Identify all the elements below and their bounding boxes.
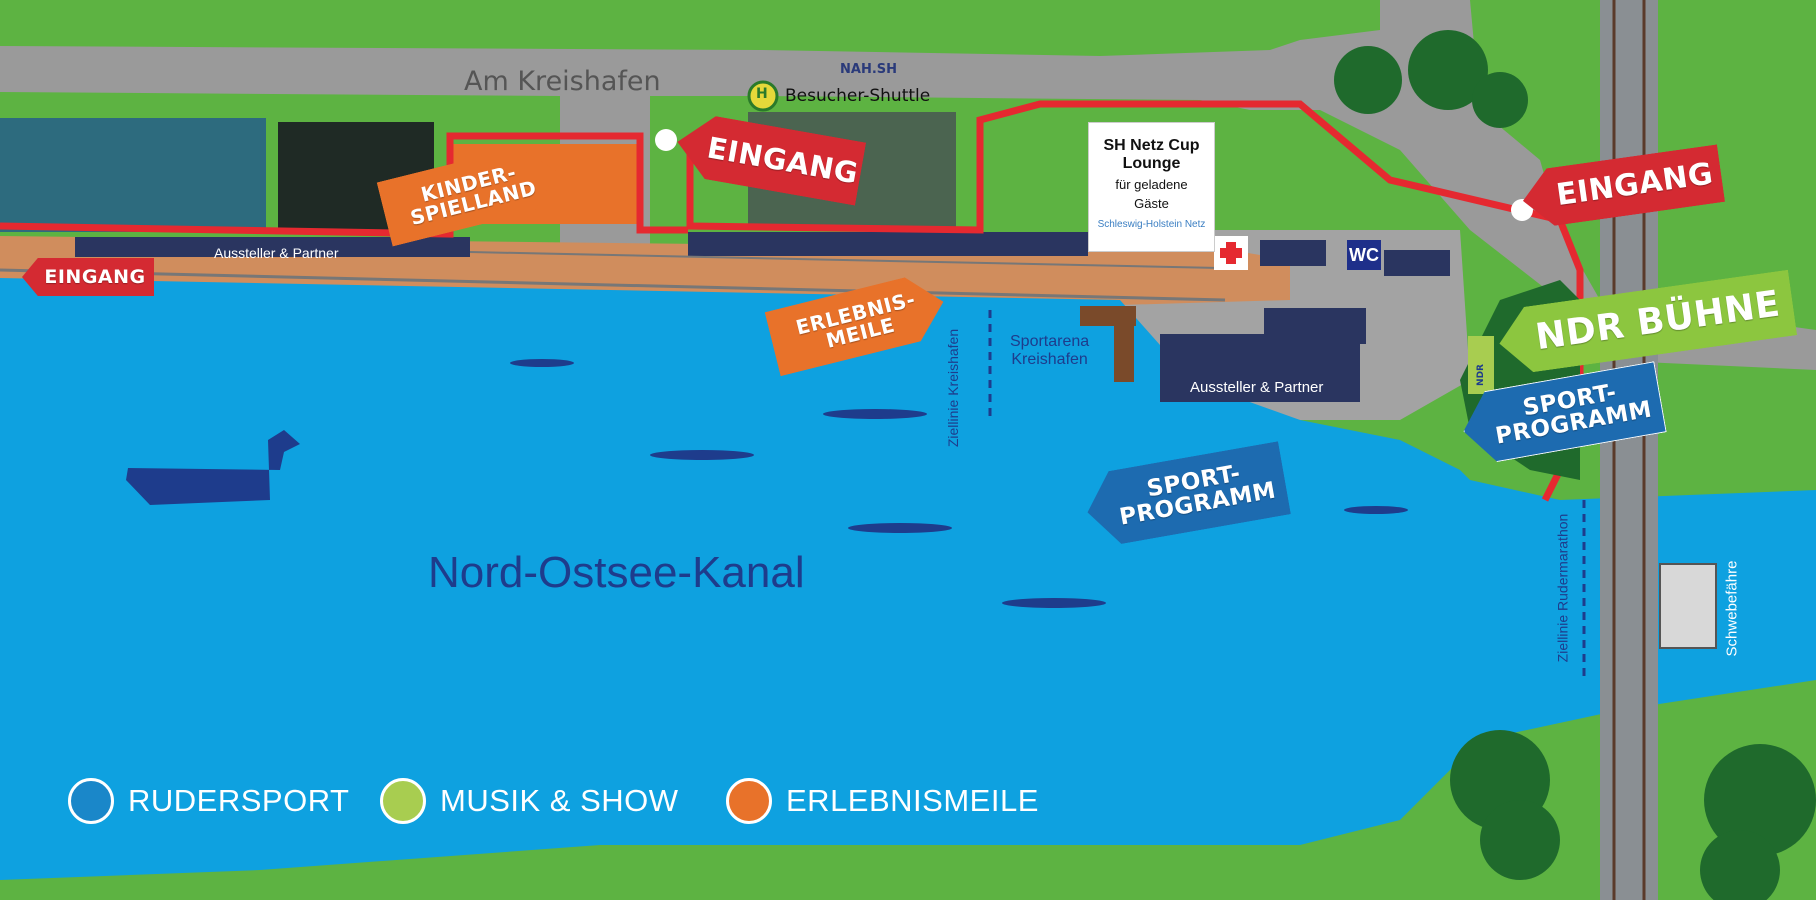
bus-stop-icon [747,80,779,112]
entrance-marker-center [655,129,677,151]
lounge-brand: Schleswig-Holstein Netz [1097,219,1206,230]
finish-line-marathon-label: Ziellinie Rudermarathon [1554,513,1571,663]
rail-line [0,268,1226,302]
ferry-label: Schwebefähre [1723,560,1741,657]
canal-label: Nord-Ostsee-Kanal [428,548,805,597]
legend-swatch [726,778,772,824]
food-bar-center [688,232,1088,256]
entrance-marker-right [1511,199,1533,221]
legend-item-musik-show: MUSIK & SHOW [380,778,679,824]
rowing-boat-icon [650,450,754,460]
legend-swatch [68,778,114,824]
lounge-title: SH Netz Cup [1103,137,1200,154]
legend-item-rudersport: RUDERSPORT [68,778,349,824]
food-stand-2 [1384,250,1450,276]
walk-route-west [0,132,688,238]
finish-line-kreishafen-label: Ziellinie Kreishafen [945,328,962,448]
paddleboard-icon [1344,506,1408,514]
canal-water [0,278,1816,880]
exhibitors-label-right: Aussteller & Partner [1190,379,1324,396]
sportarena-label: Sportarena Kreishafen [1010,333,1090,368]
paddleboard-icon [510,359,574,367]
lounge-subtitle-2: Gäste [1134,196,1169,211]
food-stand-1 [1260,240,1326,266]
legend-item-erlebnismeile: ERLEBNISMEILE [726,778,1039,824]
entrance-sign-left: EINGANG [22,258,154,296]
shuttle-badge: H [756,86,768,102]
exhibitor-bar-left [75,237,470,257]
exhibitors-label-left: Aussteller & Partner [214,245,339,261]
rowing-boat-icon [848,523,952,533]
dragon-boat-icon [126,430,300,505]
railway-bridge [1600,0,1658,900]
rowing-boat-icon [823,409,927,419]
transit-logo: NAH.SH [840,62,898,77]
wc-icon: WC [1347,240,1381,270]
ferry-shape [1659,563,1717,649]
lounge-subtitle: für geladene [1115,177,1188,192]
road-label: Am Kreishafen [464,66,661,97]
tree-cluster [1334,46,1402,114]
exhibitor-block-right [1160,334,1360,402]
vip-lounge: SH Netz Cup Lounge für geladene Gäste Sc… [1088,122,1215,252]
ndr-logo: NDR [1475,364,1486,386]
legend-swatch [380,778,426,824]
warehouse-blue [0,118,266,232]
shuttle-label: Besucher-Shuttle [785,86,931,106]
lounge-title-2: Lounge [1122,155,1181,172]
rowing-boat-icon [1002,598,1106,608]
